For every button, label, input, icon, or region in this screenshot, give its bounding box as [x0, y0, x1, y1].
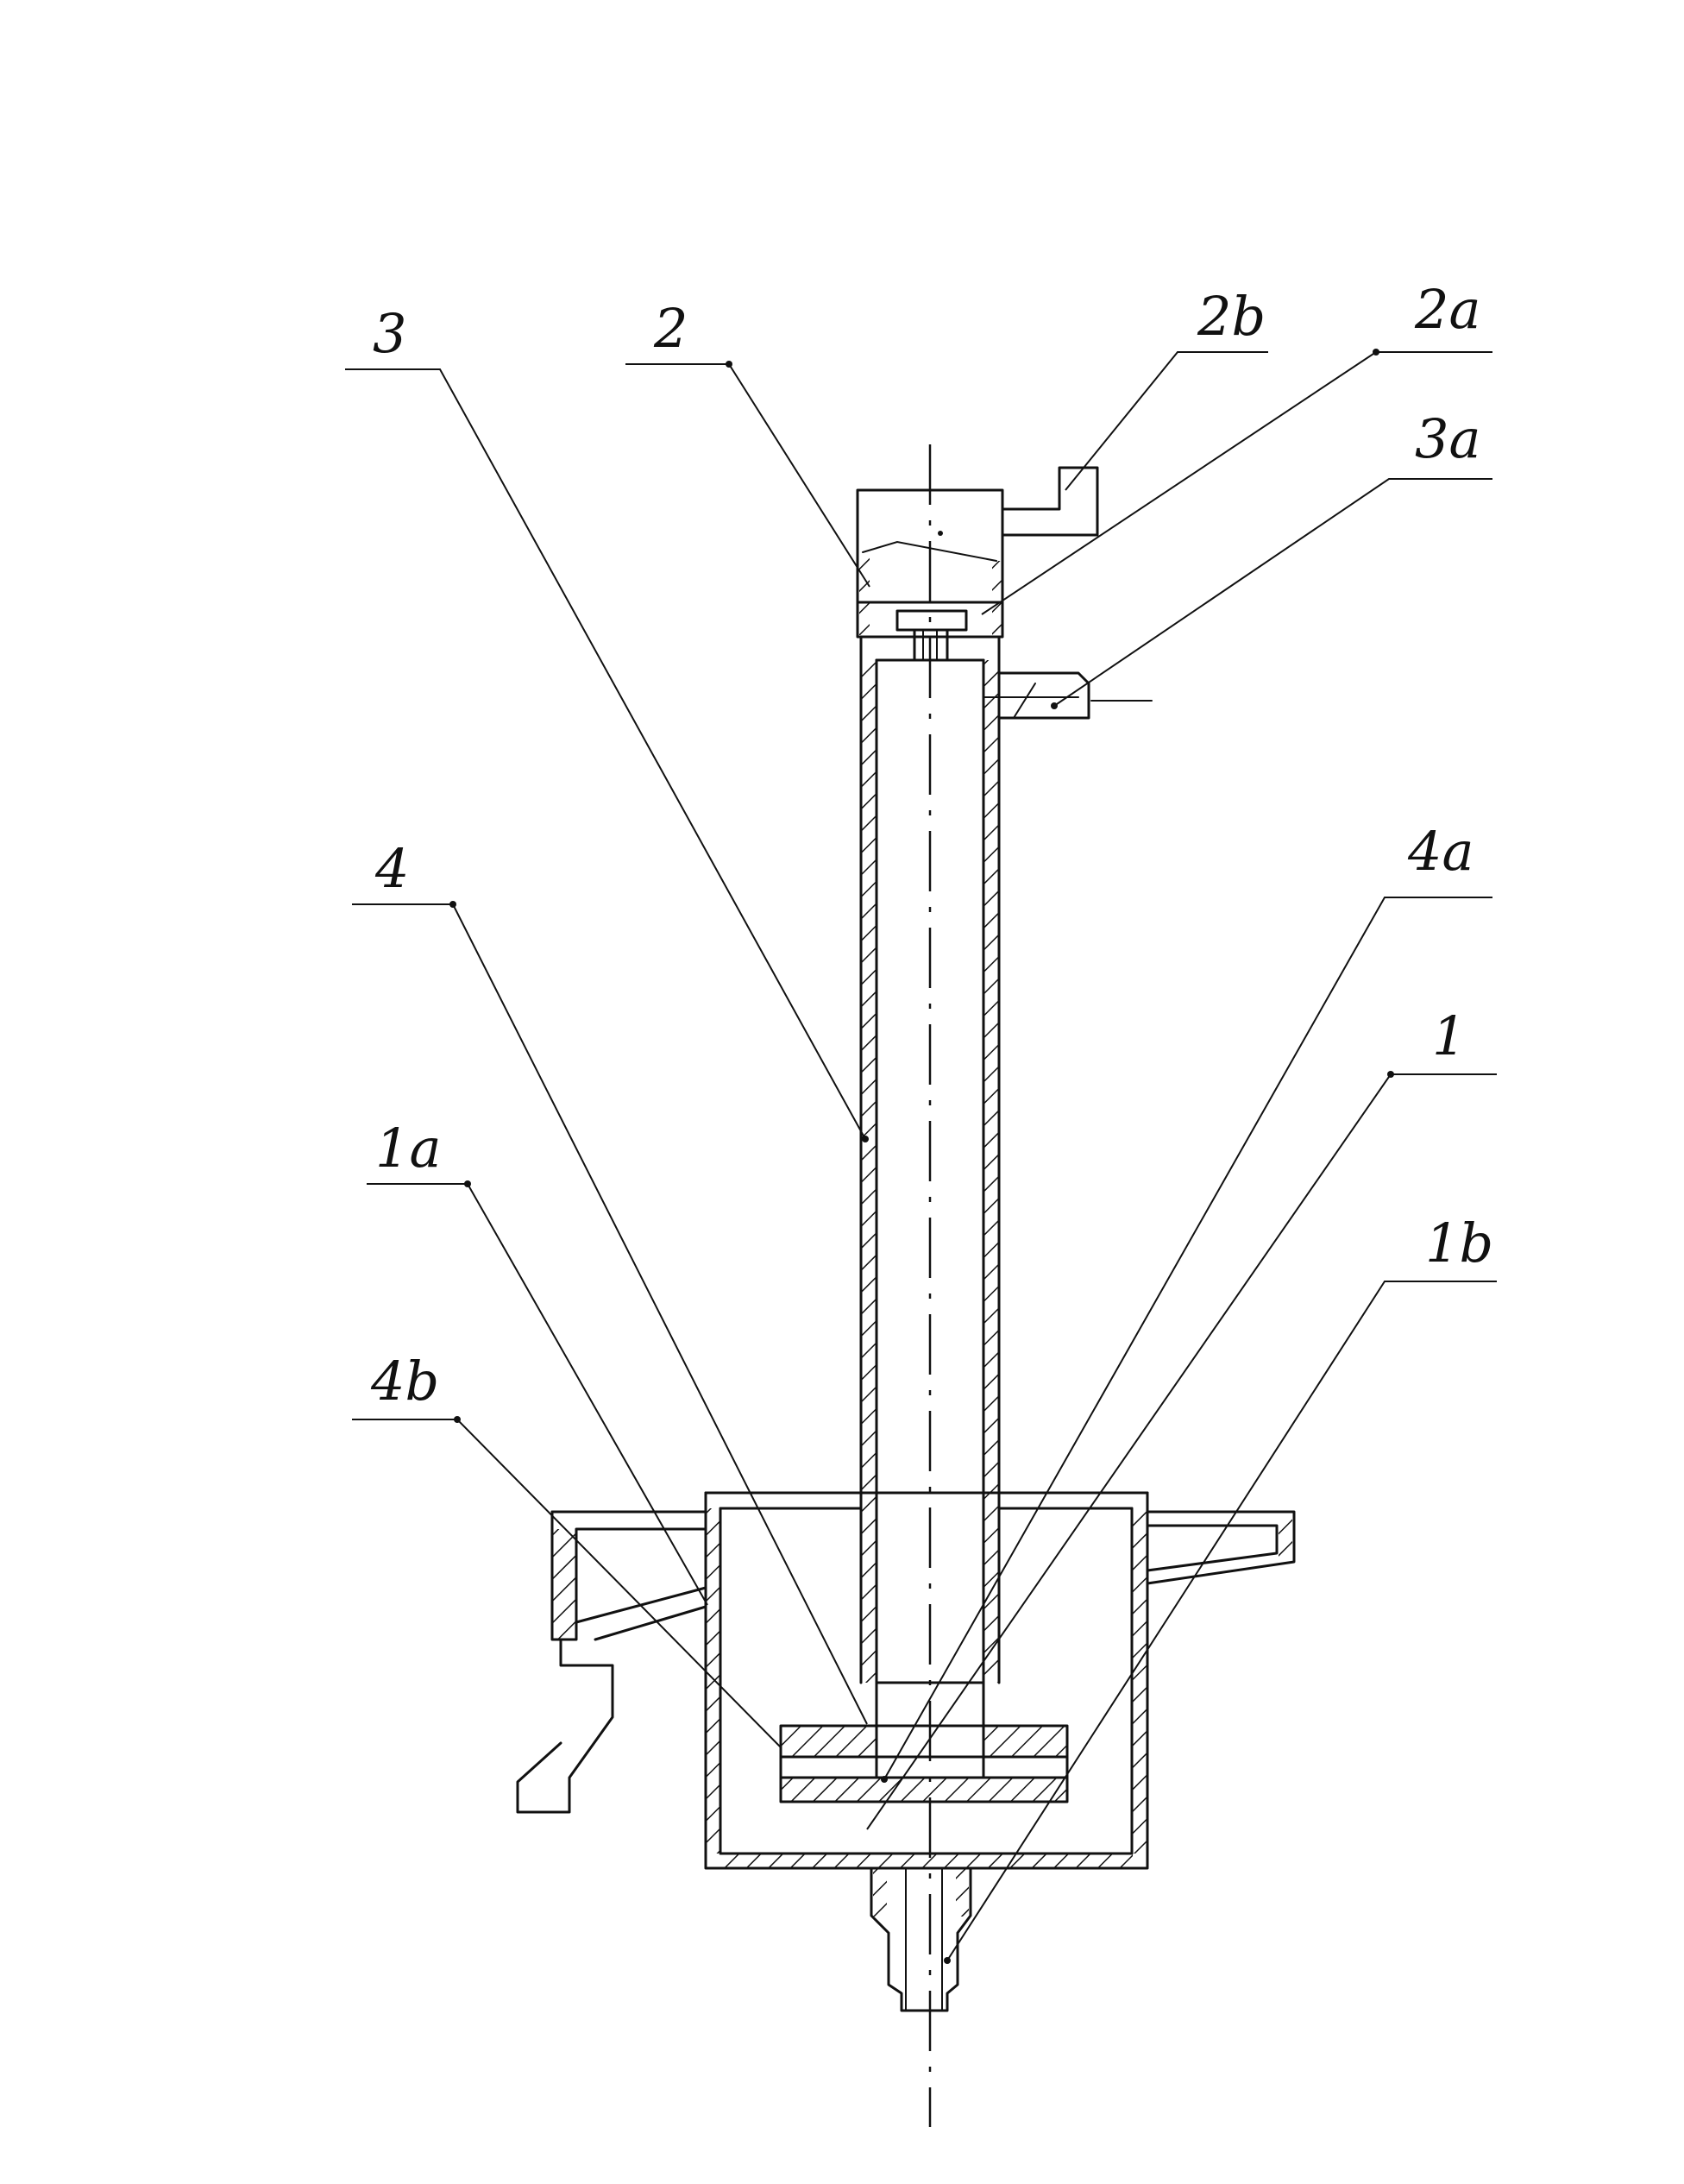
label-4a: 4a [1407, 820, 1474, 883]
label-2b: 2b [1197, 285, 1266, 348]
label-1a: 1a [375, 1117, 441, 1180]
label-1: 1 [1432, 1004, 1466, 1067]
bottom-outlet-1b [870, 1866, 972, 2012]
label-1b: 1b [1425, 1212, 1493, 1275]
label-3: 3 [373, 302, 406, 365]
outlet-nozzle-2b [1001, 466, 1099, 537]
label-2: 2 [653, 297, 688, 360]
lower-vessel [704, 1491, 1149, 1870]
label-4: 4 [374, 837, 409, 900]
left-collector-1a [516, 1510, 707, 1814]
leader-lines [345, 349, 1497, 1964]
right-collector [1146, 1510, 1296, 1585]
inlet-nozzle-3a [983, 671, 1153, 720]
label-4b: 4b [370, 1350, 439, 1413]
inner-disc [779, 1681, 1069, 1803]
label-2a: 2a [1414, 278, 1480, 341]
label-3a: 3a [1415, 407, 1480, 470]
